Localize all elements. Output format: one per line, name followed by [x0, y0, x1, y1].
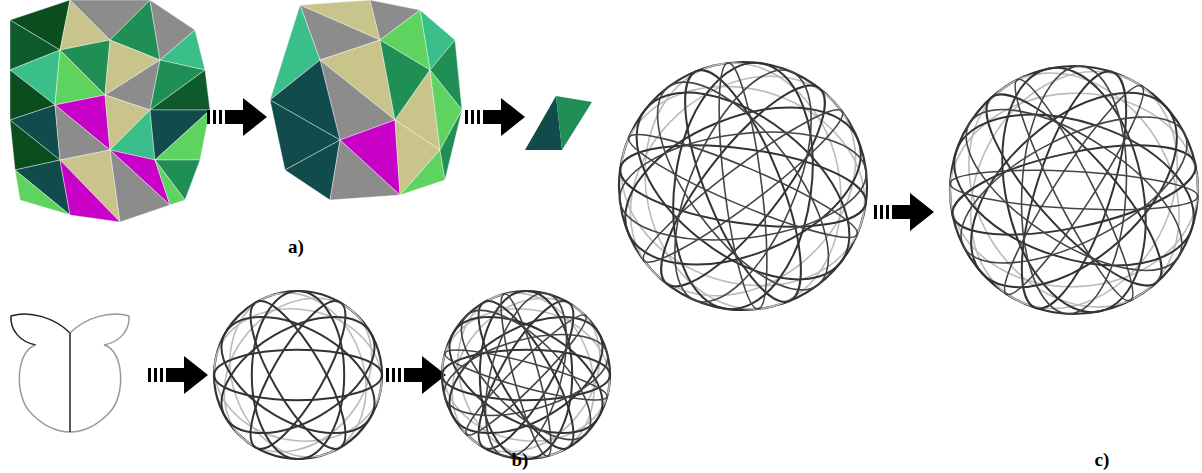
process-arrow [207, 98, 267, 136]
base-shape [11, 314, 129, 432]
panel-label: c) [1095, 450, 1110, 469]
process-arrow [874, 193, 934, 231]
geodesic-sphere [891, 4, 1202, 375]
geodesic-sphere [194, 269, 402, 473]
polyhedron-reduced [270, 0, 462, 200]
polyhedron-coarse [10, 0, 210, 222]
process-arrow [148, 356, 208, 394]
process-arrow [465, 98, 525, 136]
geodesic-sphere [422, 269, 630, 473]
process-arrow [386, 356, 446, 394]
geodesic-sphere [569, 9, 917, 363]
panel-label: b) [512, 450, 529, 469]
panel-label: a) [288, 237, 304, 256]
prism-piece [525, 96, 592, 150]
